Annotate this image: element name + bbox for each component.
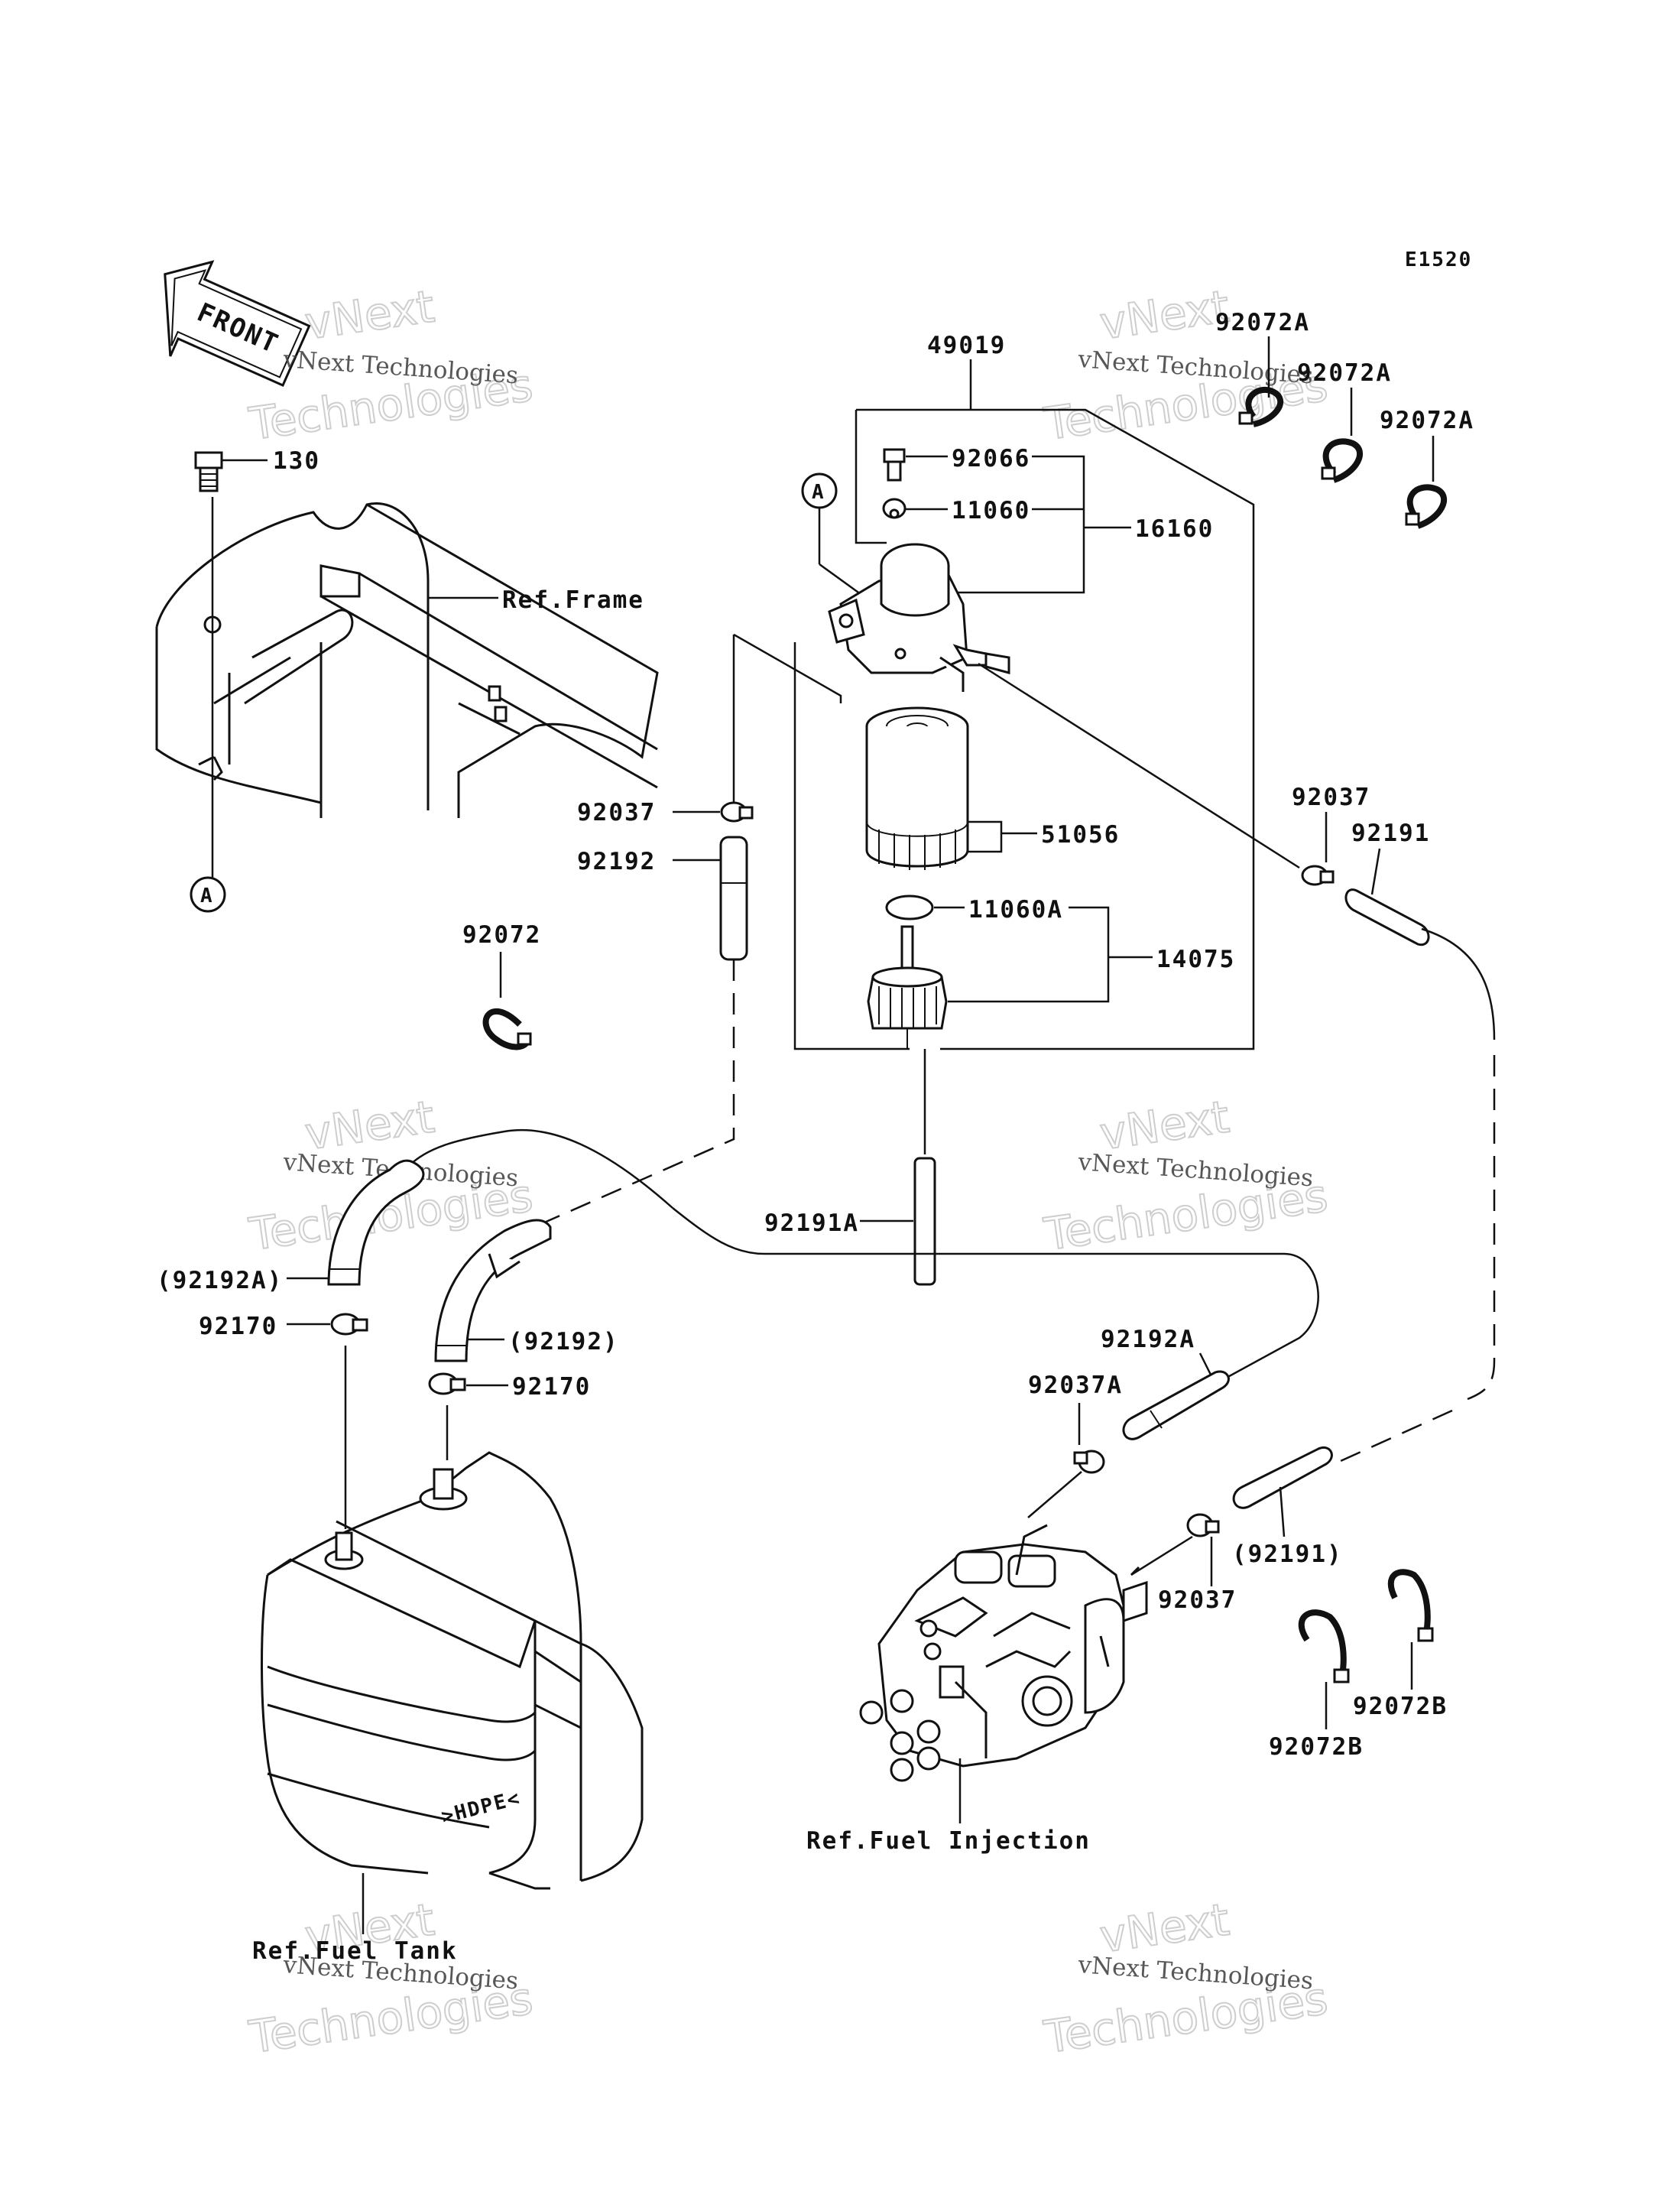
part-label: 92072B <box>1269 1733 1364 1761</box>
clamp-92037-icon <box>1301 865 1335 886</box>
fuel-tank-illustration: >HDPE< <box>261 1451 644 1890</box>
watermark-text: vNext <box>1097 1893 1232 1963</box>
frame-illustration <box>155 502 659 818</box>
hose-92191-icon <box>1344 888 1430 946</box>
hose-92192-icon <box>719 836 748 961</box>
part-label: (92191) <box>1232 1541 1343 1568</box>
part-label: 51056 <box>1041 821 1120 849</box>
clip-92072-icon <box>482 1008 532 1050</box>
part-label: (92192A) <box>157 1267 283 1294</box>
part-label: 92170 <box>199 1313 277 1340</box>
hose-92192a-paren-icon <box>327 1159 425 1286</box>
svg-text:A: A <box>200 885 214 907</box>
part-label: 130 <box>273 447 320 475</box>
watermark-text: vNext <box>1097 1090 1232 1160</box>
watermark-text: vNext <box>302 280 437 349</box>
part-label: 92192 <box>577 848 656 875</box>
hose-92191a-icon <box>913 1157 936 1286</box>
callout-a-marker: A <box>801 472 838 509</box>
part-label: 92037 <box>1158 1586 1237 1614</box>
watermark-text: vNext Technologies <box>1076 1148 1314 1192</box>
watermark-text: vNext <box>302 1090 437 1160</box>
diagram-code: E1520 <box>1405 248 1472 271</box>
filter-head-icon <box>828 543 1010 692</box>
part-label: 92037A <box>1028 1372 1123 1399</box>
front-arrow-icon: FRONT <box>164 260 311 387</box>
svg-text:A: A <box>812 481 825 504</box>
part-label: 92072A <box>1215 309 1310 336</box>
tank-marking: >HDPE< <box>439 1787 523 1829</box>
part-label: 92072B <box>1353 1693 1448 1720</box>
part-label: 16160 <box>1135 515 1214 543</box>
hose-92192-paren-icon <box>434 1219 552 1362</box>
ref-fuel-tank-label: Ref.Fuel Tank <box>252 1937 458 1965</box>
watermark-text: vNext Technologies <box>1076 1951 1314 1995</box>
part-label: 92037 <box>1292 784 1370 811</box>
fuel-filter-element-icon <box>865 706 969 870</box>
clamp-92037-icon <box>1186 1513 1220 1537</box>
bolt-92066-icon <box>883 448 906 482</box>
part-label: 92066 <box>952 445 1030 472</box>
bolt-130-icon <box>194 451 223 492</box>
part-label: 92072 <box>462 921 541 949</box>
part-label: 92191A <box>764 1209 859 1237</box>
clip-92072b-icon <box>1387 1569 1434 1642</box>
clamp-92037-icon <box>720 801 754 823</box>
hose-92191-paren-icon <box>1232 1446 1333 1509</box>
o-ring-11060a-icon <box>885 894 934 920</box>
part-label: 92037 <box>577 799 656 826</box>
clip-92072b-icon <box>1298 1609 1350 1683</box>
clamp-92037a-icon <box>1073 1450 1105 1474</box>
clip-92072a-icon <box>1238 386 1284 427</box>
part-label: (92192) <box>508 1328 619 1355</box>
part-label: 92072A <box>1297 359 1392 387</box>
ref-frame-label: Ref.Frame <box>502 586 644 614</box>
hose-92192a-icon <box>1122 1370 1230 1440</box>
part-label: 92170 <box>512 1373 591 1401</box>
filter-bowl-icon <box>867 925 948 1049</box>
part-label: 92072A <box>1380 407 1474 434</box>
callout-a-marker: A <box>190 876 226 913</box>
clip-92072a-icon <box>1321 438 1364 483</box>
part-label: 92192A <box>1101 1326 1195 1353</box>
watermark-text: vNext <box>1097 280 1232 349</box>
part-label: 11060 <box>952 497 1030 524</box>
part-label: 14075 <box>1156 946 1235 973</box>
clamp-92170-icon <box>330 1313 368 1336</box>
injection-pump-illustration <box>859 1524 1148 1782</box>
washer-11060-icon <box>882 498 906 519</box>
clip-92072a-icon <box>1405 484 1448 529</box>
clamp-92170-icon <box>428 1372 466 1395</box>
part-label: 92191 <box>1351 820 1430 847</box>
part-label: 49019 <box>927 332 1006 359</box>
part-label: 11060A <box>968 896 1063 924</box>
ref-fuel-injection-label: Ref.Fuel Injection <box>806 1827 1091 1855</box>
